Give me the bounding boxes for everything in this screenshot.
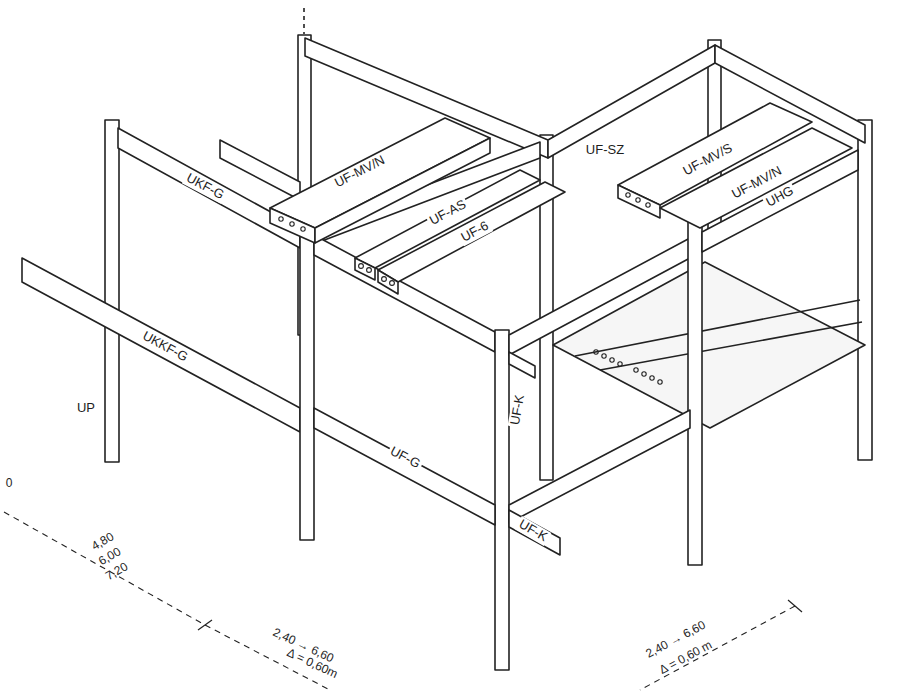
part-label: UF-MV/N	[331, 152, 390, 192]
column	[688, 222, 702, 565]
beam	[118, 128, 300, 248]
beam	[314, 408, 495, 525]
beam	[22, 258, 300, 432]
floor-slab	[660, 128, 852, 228]
column	[105, 120, 119, 462]
corbel	[509, 352, 535, 378]
part-label: UP	[75, 401, 97, 416]
part-label: UKKF-G	[138, 328, 192, 366]
column	[495, 330, 509, 670]
part-label: UF-6	[457, 218, 493, 247]
part-label: UF-K	[508, 392, 529, 428]
axis-line	[303, 8, 305, 34]
beam	[509, 410, 690, 523]
part-label: UF-K	[514, 516, 551, 546]
slab-joint	[575, 300, 860, 356]
hollow-core-slab	[378, 182, 565, 282]
column	[300, 225, 314, 540]
beam	[509, 238, 690, 355]
part-label: UF-MV/S	[679, 140, 737, 180]
slab-edge	[355, 258, 375, 280]
dimension-label: 0	[4, 477, 15, 491]
beam	[509, 510, 560, 555]
column	[858, 120, 872, 460]
part-label: UF-SZ	[584, 143, 626, 158]
part-label: UKF-G	[182, 170, 228, 204]
slab-edge	[378, 270, 398, 294]
slab-joint	[600, 322, 862, 370]
slab-edge	[270, 208, 315, 243]
part-label: UF-G	[386, 443, 425, 473]
part-label: UF-AS	[426, 196, 471, 229]
beam	[548, 45, 715, 158]
slab-edge	[618, 185, 660, 218]
part-label: UHG	[762, 183, 798, 212]
